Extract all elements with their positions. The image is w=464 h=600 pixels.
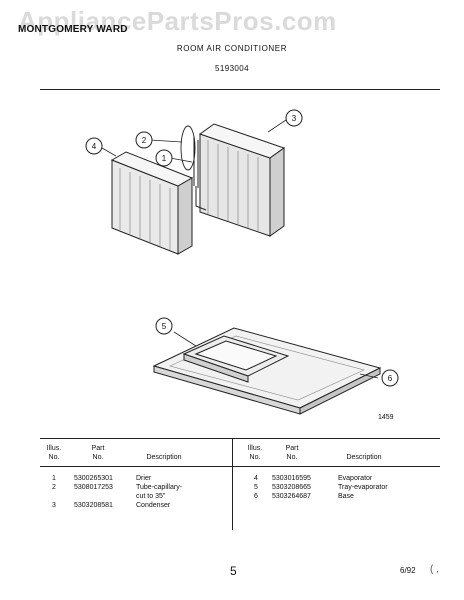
evaporator-tray-drawing [182, 335, 290, 383]
callout-2 [135, 131, 153, 149]
model-number: 5193004 [215, 64, 249, 73]
footer-signature: 5 [230, 564, 237, 578]
diagram-number: 1459 [378, 414, 394, 421]
callout-label-6: 6 [388, 374, 393, 383]
top-rule [40, 89, 440, 91]
callout-label-1: 1 [162, 154, 167, 163]
row-illus: 4 [254, 475, 258, 482]
row-illus: 5 [254, 484, 258, 491]
row-description: Condenser [136, 502, 171, 509]
brand-name: MONTGOMERY WARD [18, 24, 128, 35]
row-description: Tray-evaporator [338, 484, 388, 491]
callout-label-2: 2 [142, 136, 147, 145]
header-description-left: Description [146, 454, 182, 461]
watermark: AppliancePartsPros.com [18, 6, 337, 36]
header-description-right: Description [346, 454, 382, 461]
footer-mark: ( , [430, 564, 439, 575]
row-illus: 2 [52, 484, 56, 491]
row-description: Tube-capillary- [136, 484, 183, 491]
header-illus-left: Illus.No. [46, 445, 62, 461]
callout-label-5: 5 [162, 322, 167, 331]
row-part: 5303208581 [74, 502, 113, 509]
drier-and-tube-drawing [180, 125, 207, 211]
row-illus: 1 [52, 475, 56, 482]
table-divider [232, 438, 233, 530]
parts-diagram: 1 2 3 4 5 6 [85, 109, 399, 415]
row-illus: 3 [52, 502, 56, 509]
row-description: Evaporator [338, 475, 373, 482]
callout-4 [85, 137, 103, 155]
row-part: 5300265301 [74, 475, 113, 482]
page-title: ROOM AIR CONDITIONER [176, 44, 288, 53]
callout-label-4: 4 [92, 142, 97, 151]
callout-5 [155, 317, 173, 335]
row-illus: 6 [254, 493, 258, 500]
header-illus-right: Illus.No. [247, 445, 263, 461]
row-description: Drier [136, 475, 152, 482]
evaporator-drawing [110, 151, 194, 255]
row-description: Base [338, 493, 354, 500]
row-part: 5303016595 [272, 475, 311, 482]
row-part: 5303264687 [272, 493, 311, 500]
row-part: 5303208665 [272, 484, 311, 491]
condenser-drawing [198, 123, 286, 237]
callout-6 [381, 369, 399, 387]
row-part: 5308017253 [74, 484, 113, 491]
footer-date: 6/92 [400, 566, 416, 575]
callout-3 [285, 109, 303, 127]
row-description-cont: cut to 35" [136, 493, 166, 500]
table-top-rule [40, 438, 440, 440]
callout-1 [155, 149, 173, 167]
table-header-rule [40, 466, 440, 467]
callout-label-3: 3 [292, 114, 297, 123]
